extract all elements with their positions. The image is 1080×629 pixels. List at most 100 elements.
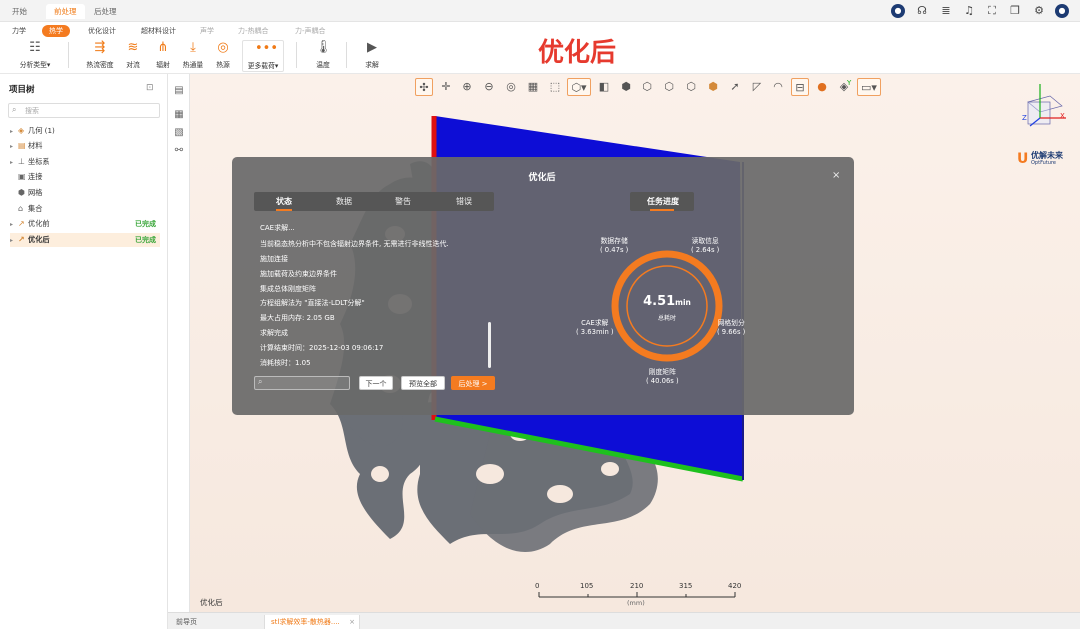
set-icon: ⌂ [18, 204, 24, 213]
gear-icon[interactable]: ⚙ [1034, 4, 1044, 17]
radiation-button[interactable]: ⋔ 辐射 [152, 40, 174, 69]
section-icon[interactable]: ⊟ [791, 78, 809, 96]
fit-view-icon[interactable]: ◎ [506, 80, 516, 93]
tab-postprocess[interactable]: 后处理 [94, 7, 117, 16]
tab-status[interactable]: 状态 [276, 197, 292, 206]
log-line: 计算结束时间：2025-12-03 09:06:17 [260, 344, 384, 352]
headset-icon[interactable]: ☊ [917, 4, 927, 17]
postprocess-button[interactable]: 后处理 > [451, 376, 495, 390]
axis-y-label: Y [847, 79, 852, 87]
tab-data[interactable]: 数据 [336, 197, 352, 206]
grid-view-icon[interactable]: ▦ [527, 80, 539, 93]
tree-item-label: 网格 [28, 188, 43, 197]
subtab-acoustic-mech[interactable]: 力-声耦合 [295, 27, 326, 35]
clipboard-icon[interactable]: ▦ [174, 109, 184, 120]
preview-all-button[interactable]: 预览全部 [401, 376, 445, 390]
solve-button[interactable]: ▶ 求解 [362, 40, 382, 69]
share-icon[interactable]: ⚯ [174, 145, 184, 156]
view-top-icon[interactable]: ⬡ [642, 80, 652, 93]
tab-underline [650, 209, 674, 211]
project-tree-title: 项目树 [9, 85, 35, 95]
scale-tick-label: 0 [535, 582, 540, 590]
heat-flux-density-button[interactable]: ⇶ 热流密度 [84, 40, 116, 69]
tree-item-coordinate-system[interactable]: ▸⊥坐标系 [10, 155, 160, 169]
subtab-acoustics[interactable]: 声学 [200, 27, 214, 35]
document-icon[interactable]: ▤ [174, 85, 184, 96]
shading-icon[interactable]: ● [817, 80, 827, 93]
ribbon-toolbar: ☷ 分析类型▾ ⇶ 热流密度 ≋ 对流 ⋔ 辐射 ⤓ 热通量 ◎ 热源 ••• … [0, 38, 1080, 74]
heat-flow-icon: ⤓ [190, 40, 196, 55]
subtab-mechanics[interactable]: 力学 [12, 27, 26, 35]
tab-error[interactable]: 错误 [456, 197, 472, 206]
tab-guide-page[interactable]: 前导页 [176, 618, 197, 626]
chevron-right-icon[interactable]: ▸ [10, 221, 14, 228]
close-icon[interactable]: × [832, 170, 841, 181]
material-view-icon[interactable]: ◈ [839, 80, 849, 93]
next-button[interactable]: 下一个 [359, 376, 393, 390]
tab-preprocess[interactable]: 前处理 [46, 4, 85, 19]
pan-icon[interactable]: ✛ [441, 80, 451, 93]
chevron-right-icon[interactable]: ▸ [10, 159, 14, 166]
chevron-right-icon[interactable]: ▸ [10, 143, 14, 150]
tree-item-connection[interactable]: ▣连接 [10, 170, 160, 184]
tree-item-after-opt[interactable]: ▸↗优化后已完成 [10, 233, 160, 247]
log-line: 施加载荷及约束边界条件 [260, 270, 337, 278]
analysis-type-button[interactable]: ☷ 分析类型▾ [14, 40, 56, 69]
convection-button[interactable]: ≋ 对流 [122, 40, 144, 69]
bell-icon[interactable]: ♫ [964, 4, 974, 17]
fullscreen-icon[interactable]: ⛶ [988, 4, 996, 17]
tree-item-label: 几何 (1) [28, 126, 55, 135]
subtab-thermo-mech[interactable]: 力-热耦合 [238, 27, 269, 35]
tab-stl-document[interactable]: stl求解效率-散热器....× [264, 615, 360, 629]
chevron-right-icon[interactable]: ▸ [10, 128, 14, 135]
close-icon[interactable]: × [349, 618, 355, 626]
chevron-right-icon[interactable]: ▸ [10, 237, 14, 244]
measure-icon[interactable]: ◠ [773, 80, 783, 93]
tool-label: 热流密度 [86, 61, 114, 69]
search-input[interactable]: 搜索 [25, 107, 39, 115]
tree-item-mesh[interactable]: ⬢网格 [10, 186, 160, 200]
search-input[interactable]: ⌕ [254, 376, 350, 390]
tree-item-label: 优化后 [28, 235, 50, 244]
tab-warning[interactable]: 警告 [395, 197, 411, 206]
subtab-metamaterial[interactable]: 超材料设计 [141, 27, 176, 35]
heat-source-button[interactable]: ◎ 热源 [212, 40, 234, 69]
temperature-button[interactable]: 🌡 温度 [312, 40, 334, 69]
brand-mark-icon: U [1017, 151, 1029, 167]
total-time-label: 总耗时 [657, 315, 676, 322]
tree-item-material[interactable]: ▸▤材料 [10, 139, 160, 153]
ruler-icon[interactable]: ◸ [752, 80, 762, 93]
zoom-out-icon[interactable]: ⊖ [484, 80, 494, 93]
collapse-panel-icon[interactable]: ⊡ [146, 83, 154, 93]
subtab-optimization[interactable]: 优化设计 [88, 27, 116, 35]
view-cube-icon[interactable]: ⬡▾ [567, 78, 591, 96]
tree-item-set[interactable]: ⌂集合 [10, 202, 160, 216]
view-side-icon[interactable]: ⬡ [664, 80, 674, 93]
subtab-thermal[interactable]: 热学 [42, 25, 70, 37]
view-front-icon[interactable]: ◧ [598, 80, 610, 93]
tab-task-progress[interactable]: 任务进度 [647, 197, 679, 206]
cursor-icon[interactable]: ➚ [730, 80, 740, 93]
zoom-in-icon[interactable]: ⊕ [462, 80, 472, 93]
rotate-icon[interactable]: ✣ [415, 78, 433, 96]
chevron-down-icon: ▾ [46, 61, 51, 69]
box-select-icon[interactable]: ⬚ [549, 80, 561, 93]
search-box[interactable]: ⌕ 搜索 [8, 103, 160, 118]
window-icon[interactable]: ❐ [1010, 4, 1020, 17]
tab-start[interactable]: 开始 [12, 7, 27, 16]
more-loads-button[interactable]: ••• 更多载荷▾ [242, 40, 284, 72]
total-time: 4.51min [627, 294, 707, 309]
avatar-icon[interactable]: ● [891, 4, 905, 18]
user-avatar[interactable]: ● [1055, 4, 1069, 18]
report-icon[interactable]: ▧ [174, 127, 184, 138]
log-scrollbar[interactable] [488, 322, 491, 368]
search-icon: ⌕ [258, 377, 263, 386]
view-solid-icon[interactable]: ⬢ [708, 80, 718, 93]
heat-flow-button[interactable]: ⤓ 热通量 [180, 40, 206, 69]
view-bottom-icon[interactable]: ⬡ [686, 80, 696, 93]
tree-item-before-opt[interactable]: ▸↗优化前已完成 [10, 217, 160, 231]
display-mode-icon[interactable]: ▭▾ [857, 78, 881, 96]
server-icon[interactable]: ≣ [941, 4, 951, 17]
tree-item-geometry[interactable]: ▸◈几何 (1) [10, 124, 160, 138]
view-iso-icon[interactable]: ⬢ [621, 80, 631, 93]
